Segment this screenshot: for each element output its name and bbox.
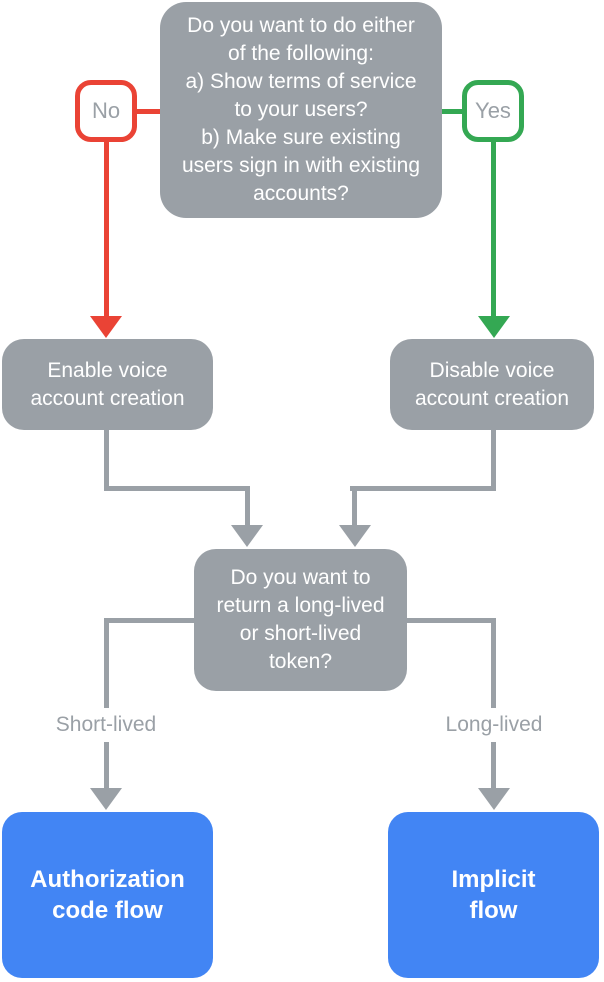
short-lived-arrowhead-icon <box>90 788 122 810</box>
yes-badge-label: Yes <box>475 98 511 123</box>
enable-box-exit-connector <box>104 429 109 491</box>
converge-drop-left <box>245 486 250 527</box>
question-box-token-text: Do you want to return a long-lived or sh… <box>216 566 385 673</box>
long-lived-edge-label: Long-lived <box>409 708 579 742</box>
question-box-token-lifetime: Do you want to return a long-lived or sh… <box>194 549 407 691</box>
converge-arrowhead-left-icon <box>231 525 263 547</box>
enable-voice-label: Enable voice account creation <box>30 358 185 410</box>
implicit-flow-label: Implicit flow <box>451 866 536 924</box>
question-box-terms-text: Do you want to do either of the followin… <box>181 14 421 205</box>
no-branch-arrowhead-icon <box>90 316 122 338</box>
disable-voice-account-creation-box: Disable voice account creation <box>390 339 594 430</box>
no-branch-connector-horizontal <box>135 109 162 114</box>
implicit-flow-box: Implicit flow <box>388 812 599 978</box>
long-lived-connector-horizontal <box>405 618 496 623</box>
short-lived-edge-label: Short-lived <box>21 708 191 742</box>
long-lived-arrowhead-icon <box>478 788 510 810</box>
short-lived-connector-vertical <box>104 618 109 790</box>
yes-branch-arrowhead-icon <box>478 316 510 338</box>
question-box-terms-of-service: Do you want to do either of the followin… <box>160 2 442 218</box>
enable-voice-account-creation-box: Enable voice account creation <box>2 339 213 430</box>
disable-box-exit-connector <box>491 429 496 491</box>
yes-branch-connector-vertical <box>491 140 496 318</box>
converge-connector-right <box>350 486 496 491</box>
authorization-code-flow-label: Authorization code flow <box>30 866 185 924</box>
no-branch-connector-vertical <box>104 140 109 318</box>
long-lived-edge-label-text: Long-lived <box>445 713 543 736</box>
yes-branch-connector-horizontal <box>440 109 464 114</box>
no-badge: No <box>75 80 137 142</box>
converge-drop-right <box>352 486 357 527</box>
yes-badge: Yes <box>462 80 524 142</box>
long-lived-connector-vertical <box>491 618 496 790</box>
converge-connector-left <box>104 486 250 491</box>
short-lived-edge-label-text: Short-lived <box>55 713 157 736</box>
short-lived-connector-horizontal <box>104 618 196 623</box>
authorization-code-flow-box: Authorization code flow <box>2 812 213 978</box>
converge-arrowhead-right-icon <box>339 525 371 547</box>
disable-voice-label: Disable voice account creation <box>414 358 570 410</box>
no-badge-label: No <box>91 98 121 123</box>
